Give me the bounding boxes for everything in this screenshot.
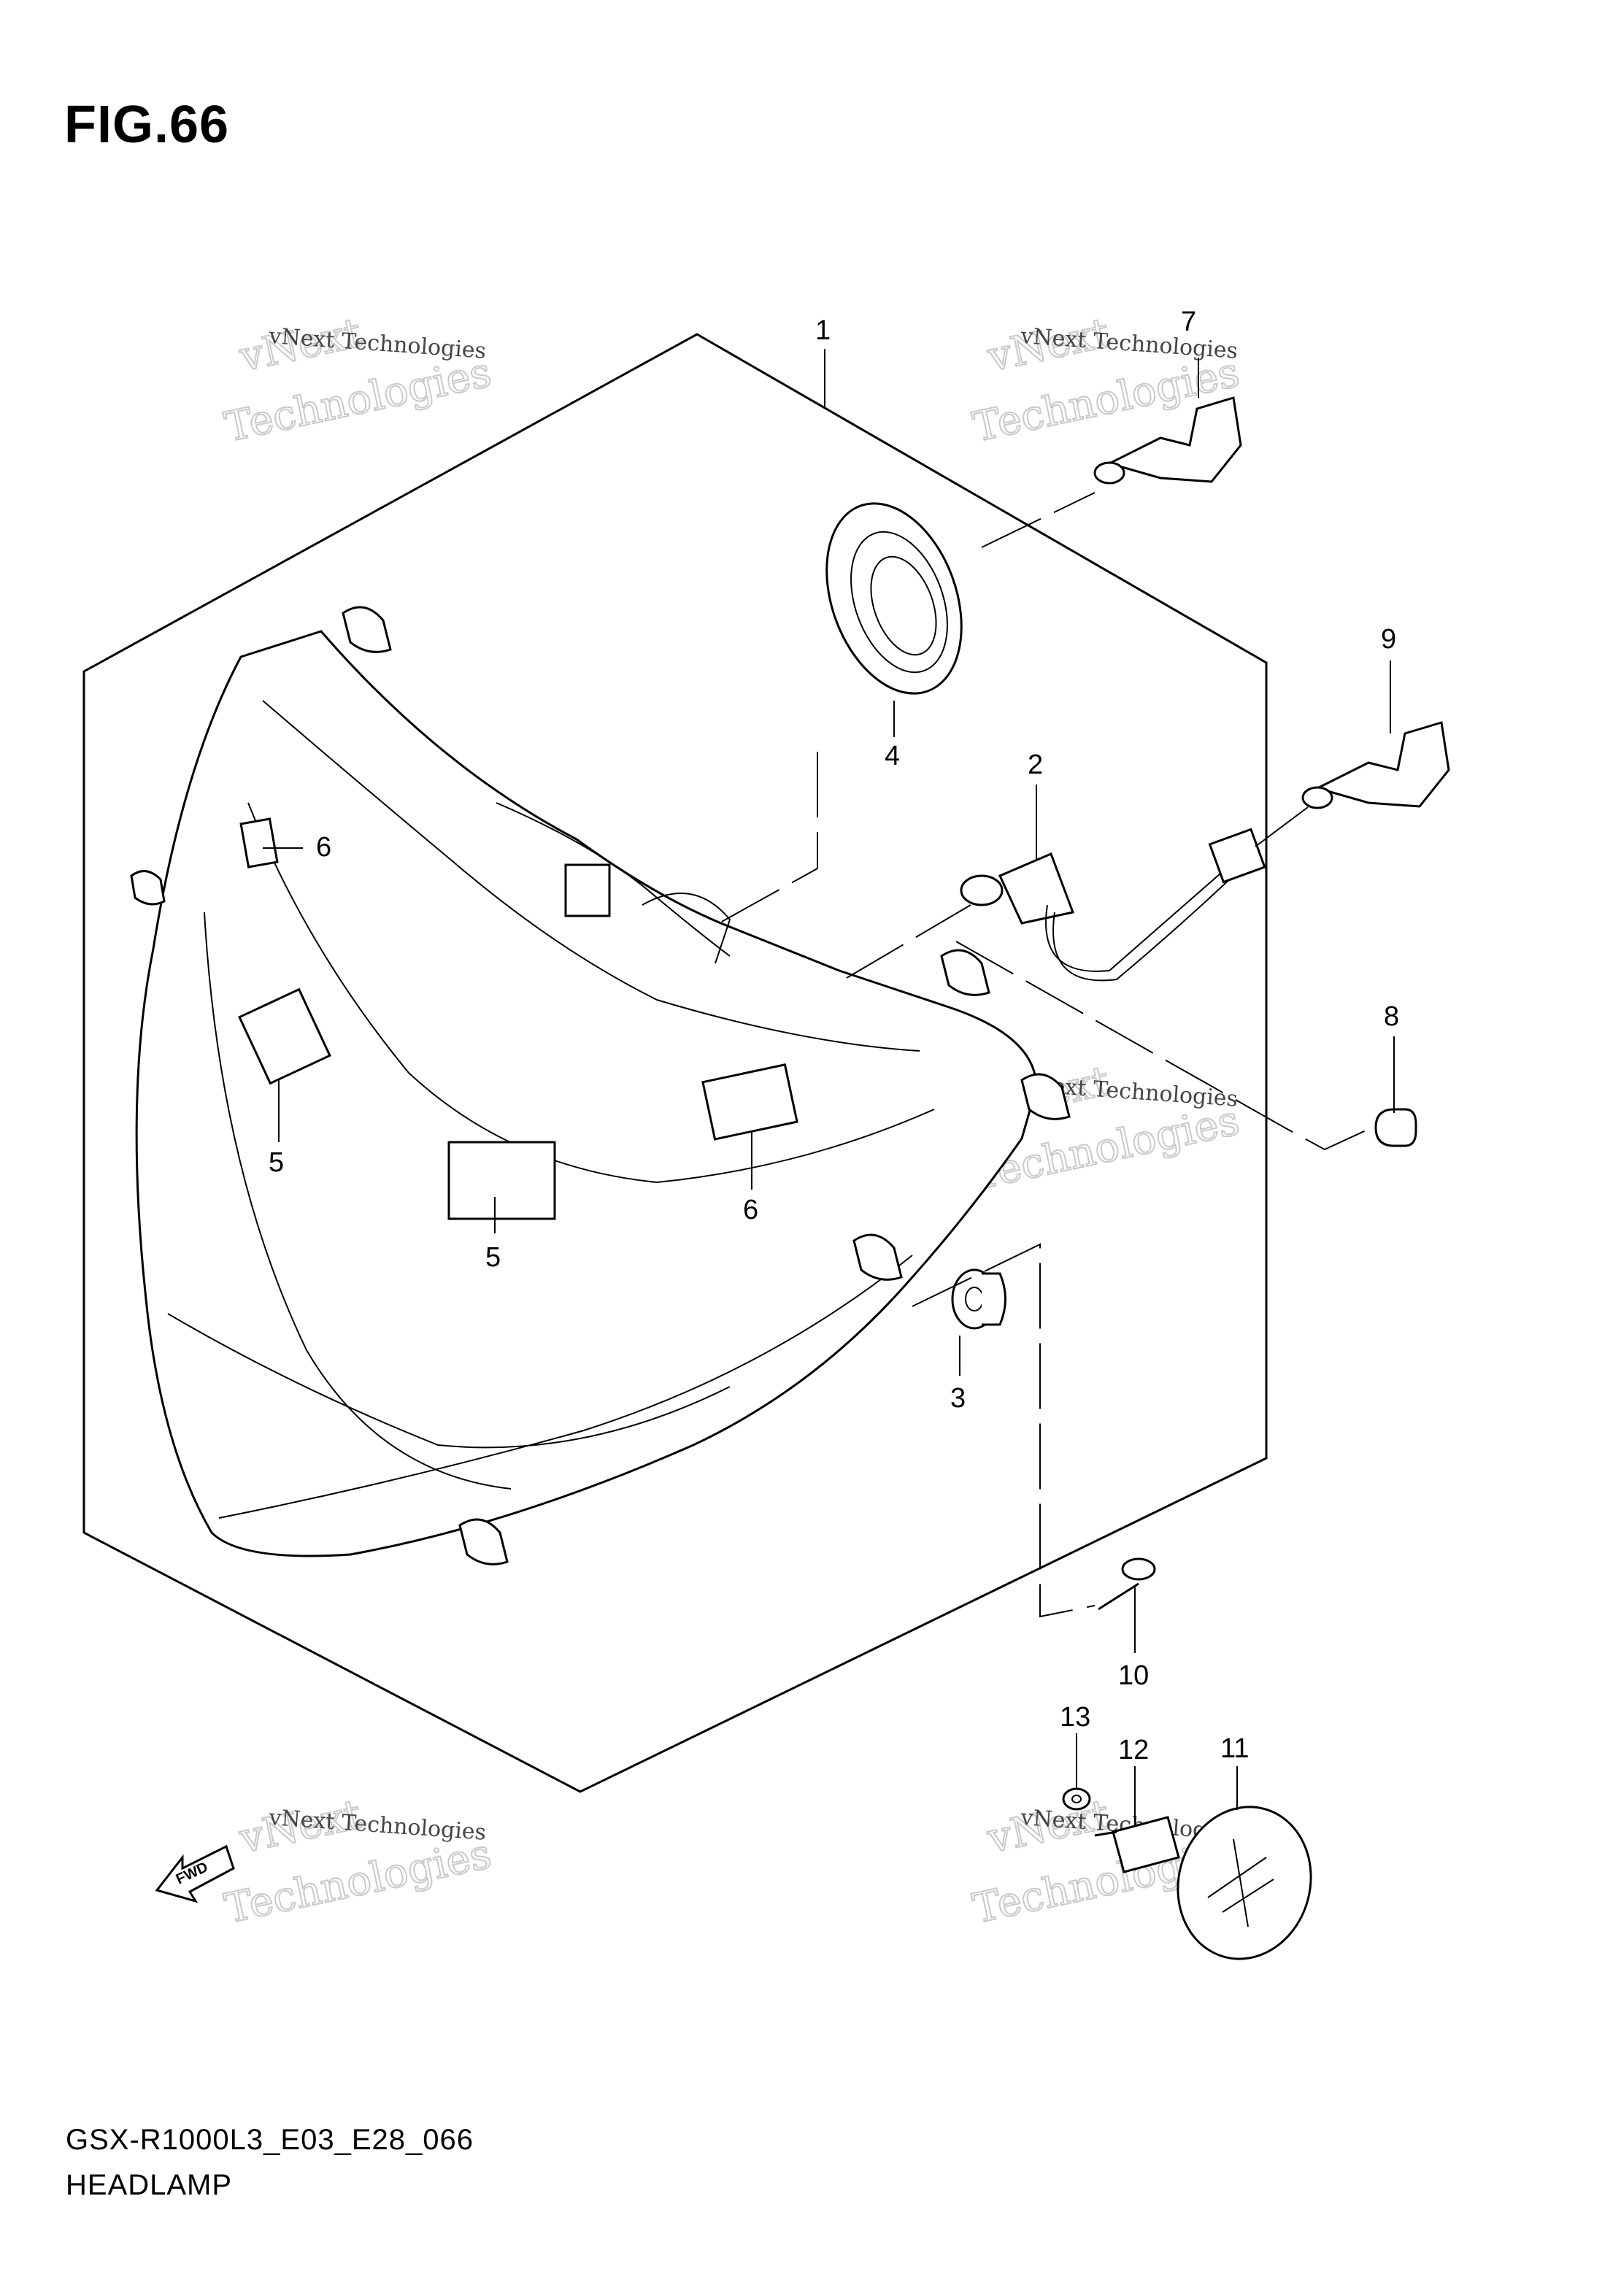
figure-title: FIG.66	[64, 96, 230, 154]
callout-7: 7	[1181, 307, 1196, 337]
part-11-cap	[1177, 1806, 1312, 1960]
callout-9: 9	[1381, 624, 1396, 655]
part-4-seal-ring	[825, 502, 963, 695]
callout-1: 1	[815, 315, 831, 346]
part-3-grommet	[951, 1268, 1006, 1330]
assembly-outline	[82, 333, 1268, 1793]
part-10-screw	[1098, 1557, 1156, 1611]
callout-5: 5	[485, 1242, 501, 1273]
headlamp-assembly	[130, 606, 1071, 1565]
diagram-name: HEADLAMP	[66, 2169, 233, 2201]
part-9-bulb	[1301, 721, 1450, 809]
callout-2: 2	[1028, 750, 1043, 780]
part-7-bulb	[1093, 396, 1242, 485]
callout-12: 12	[1118, 1735, 1149, 1765]
callout-5: 5	[269, 1147, 284, 1178]
callout-6: 6	[316, 832, 331, 863]
fwd-direction-badge: FWD	[155, 1844, 235, 1903]
diagram-code: GSX-R1000L3_E03_E28_066	[66, 2124, 474, 2156]
part-13-washer	[1062, 1787, 1091, 1811]
part-2-socket-harness	[960, 828, 1266, 982]
callout-6: 6	[743, 1195, 758, 1225]
part-12-pin	[1094, 1816, 1180, 1873]
callout-11: 11	[1220, 1733, 1249, 1764]
callout-3: 3	[950, 1383, 966, 1414]
leader-lines	[263, 349, 1395, 1825]
callout-10: 10	[1118, 1660, 1149, 1691]
part-8-wedge-bulb	[1374, 1108, 1417, 1147]
callout-numbers: 1 2 3 4 5 5 6 6 7 8 9 10 11 12 13	[269, 307, 1399, 1765]
callout-13: 13	[1060, 1702, 1090, 1733]
callout-4: 4	[885, 741, 900, 771]
callout-8: 8	[1384, 1001, 1399, 1032]
